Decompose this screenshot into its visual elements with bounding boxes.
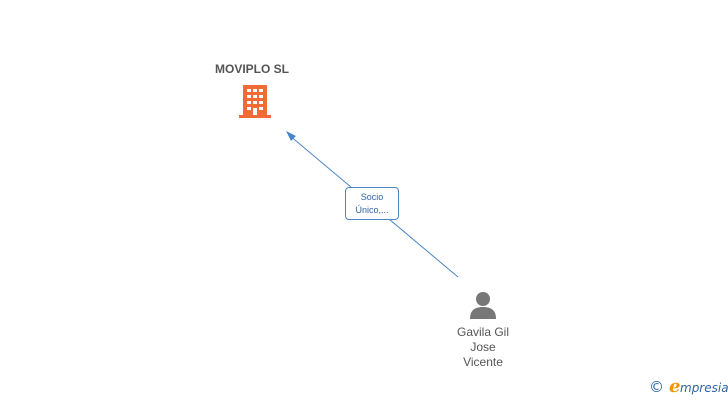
copyright-icon: © <box>649 378 664 396</box>
person-icon[interactable] <box>469 290 497 320</box>
person-name[interactable]: Gavila Gil Jose Vicente <box>432 325 534 370</box>
edge-arrowhead <box>286 131 296 141</box>
brand-name: mpresia <box>680 381 728 395</box>
relationship-label-line1: Socio <box>360 192 384 202</box>
person-name-line1: Gavila Gil <box>456 325 509 339</box>
relationship-label-line2: Único,... <box>355 205 389 215</box>
brand-initial: e <box>669 376 681 397</box>
relationship-label[interactable]: Socio Único,... <box>345 187 399 220</box>
person-name-line3: Vicente <box>463 355 503 369</box>
building-icon[interactable] <box>238 83 272 119</box>
company-name[interactable]: MOVIPLO SL <box>214 62 289 76</box>
person-name-line2: Jose <box>470 340 496 354</box>
